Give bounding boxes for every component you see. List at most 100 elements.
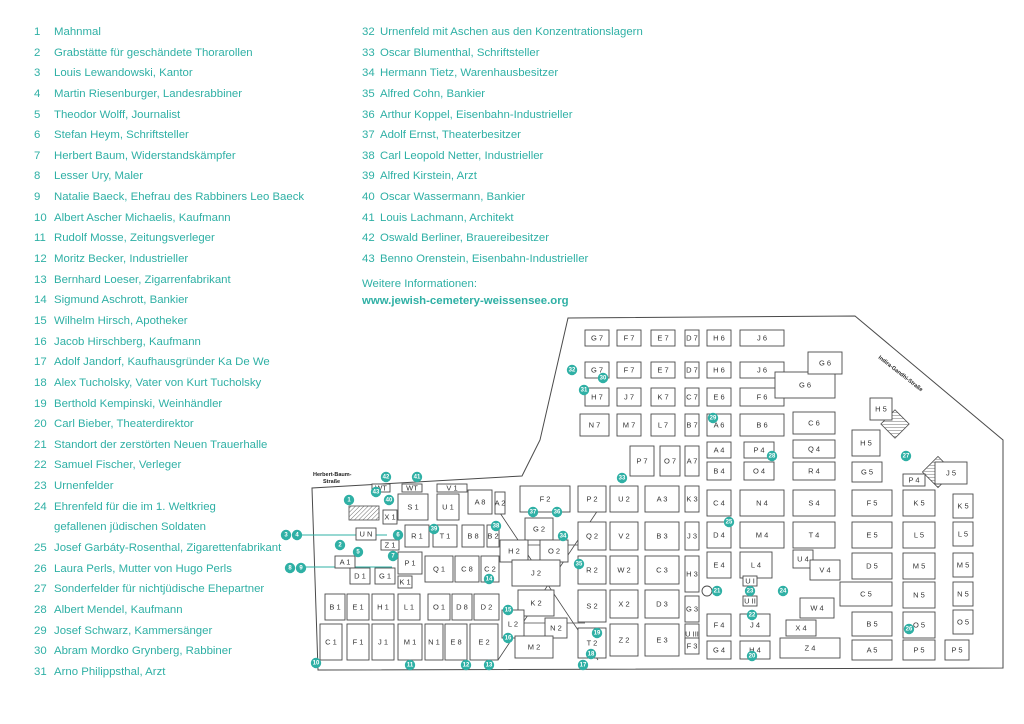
plot-block[interactable]: F 3 <box>684 637 700 655</box>
grave-marker[interactable]: 16 <box>502 632 514 644</box>
grave-marker[interactable]: 12 <box>460 659 472 671</box>
plot-block[interactable]: B 8 <box>461 524 485 548</box>
grave-marker[interactable]: 1 <box>343 494 355 506</box>
plot-block[interactable]: K 1 <box>397 575 413 589</box>
plot-block[interactable]: L 7 <box>650 413 676 437</box>
plot-block[interactable]: S 2 <box>577 589 607 623</box>
plot-block[interactable]: E 1 <box>346 593 370 621</box>
plot-block[interactable]: A 3 <box>644 485 680 513</box>
grave-marker[interactable]: 39 <box>428 523 440 535</box>
plot-block[interactable]: N 4 <box>739 489 785 517</box>
grave-marker[interactable]: 43 <box>370 486 382 498</box>
plot-block[interactable]: U I <box>742 575 758 587</box>
plot-block[interactable]: C 1 <box>319 623 343 661</box>
plot-block[interactable]: M 5 <box>952 552 974 578</box>
plot-block[interactable]: A 5 <box>851 639 893 661</box>
grave-marker[interactable]: 22 <box>746 609 758 621</box>
plot-block[interactable]: U 2 <box>609 485 639 513</box>
plot-block[interactable]: F 1 <box>346 623 370 661</box>
plot-block[interactable]: E 4 <box>706 551 732 579</box>
plot-block[interactable]: V 2 <box>609 521 639 551</box>
plot-block[interactable]: G 3 <box>684 595 700 623</box>
plot-block[interactable]: K 5 <box>952 493 974 519</box>
plot-block[interactable]: T 1 <box>432 524 458 548</box>
plot-block[interactable]: A 4 <box>706 441 732 459</box>
grave-marker[interactable]: 21 <box>711 585 723 597</box>
plot-block[interactable]: WT <box>401 483 423 492</box>
grave-marker[interactable]: 29 <box>707 412 719 424</box>
plot-block[interactable]: Q 1 <box>424 555 454 583</box>
plot-block[interactable]: H 3 <box>684 555 700 593</box>
plot-block[interactable]: U 1 <box>436 493 460 521</box>
grave-marker[interactable]: 18 <box>585 648 597 660</box>
grave-marker[interactable]: 7 <box>387 550 399 562</box>
plot-block[interactable]: J 1 <box>371 623 395 661</box>
plot-block[interactable]: P 1 <box>397 551 423 575</box>
plot-block[interactable]: E 6 <box>706 387 732 407</box>
plot-block[interactable]: B 5 <box>851 611 893 637</box>
plot-block[interactable]: Z 1 <box>380 539 400 551</box>
grave-marker[interactable]: 34 <box>557 530 569 542</box>
plot-block[interactable]: J 3 <box>684 521 700 551</box>
plot-block[interactable]: A 7 <box>684 445 700 477</box>
plot-block[interactable]: L 4 <box>739 551 773 579</box>
plot-block[interactable]: U N <box>355 527 377 541</box>
plot-block[interactable]: N 5 <box>902 581 936 609</box>
plot-block[interactable]: G 2 <box>524 517 554 541</box>
plot-block[interactable]: Z 4 <box>779 637 841 659</box>
plot-block[interactable]: E 2 <box>469 623 499 661</box>
plot-block[interactable]: T 4 <box>792 521 836 549</box>
plot-block[interactable]: E 8 <box>444 623 468 661</box>
plot-block[interactable]: C 7 <box>684 387 700 407</box>
plot-block[interactable]: L 5 <box>902 521 936 549</box>
plot-block[interactable]: N 2 <box>544 617 568 639</box>
grave-marker[interactable]: 5 <box>352 546 364 558</box>
plot-block[interactable]: G 7 <box>584 329 610 347</box>
plot-block[interactable]: P 2 <box>577 485 607 513</box>
plot-block[interactable]: K 5 <box>902 489 936 517</box>
plot-block[interactable]: F 4 <box>706 613 732 637</box>
plot-block[interactable]: D 5 <box>851 552 893 580</box>
plot-block[interactable]: O 5 <box>952 609 974 635</box>
plot-block[interactable]: G 1 <box>374 567 396 585</box>
plot-block[interactable]: K 3 <box>684 485 700 513</box>
plot-block[interactable]: H 2 <box>499 539 529 563</box>
grave-marker[interactable]: 10 <box>310 657 322 669</box>
grave-marker[interactable]: 4 <box>291 529 303 541</box>
plot-block[interactable]: F 5 <box>851 489 893 517</box>
grave-marker[interactable]: 20 <box>746 650 758 662</box>
grave-marker[interactable]: 9 <box>295 562 307 574</box>
grave-marker[interactable]: 11 <box>404 659 416 671</box>
plot-block[interactable]: D 2 <box>473 593 500 621</box>
plot-block[interactable]: B 3 <box>644 521 680 551</box>
grave-marker[interactable]: 8 <box>284 562 296 574</box>
plot-block[interactable]: F 7 <box>616 329 642 347</box>
grave-marker[interactable]: 25 <box>723 516 735 528</box>
plot-block[interactable]: B 7 <box>684 413 700 437</box>
plot-block[interactable]: H 5 <box>851 429 881 457</box>
plot-block[interactable]: G 4 <box>706 640 732 660</box>
plot-block[interactable]: V 4 <box>809 559 841 581</box>
plot-block[interactable]: D 7 <box>684 329 700 347</box>
plot-block[interactable]: E 5 <box>851 521 893 549</box>
grave-marker[interactable]: 38 <box>490 520 502 532</box>
grave-marker[interactable]: 41 <box>411 471 423 483</box>
plot-block[interactable]: F 7 <box>616 361 642 379</box>
grave-marker[interactable]: 42 <box>380 471 392 483</box>
grave-marker[interactable]: 30 <box>597 372 609 384</box>
grave-marker[interactable]: 33 <box>616 472 628 484</box>
plot-block[interactable]: P 5 <box>902 639 936 661</box>
plot-block[interactable]: O 4 <box>743 461 775 481</box>
grave-marker[interactable]: 6 <box>392 529 404 541</box>
plot-block[interactable]: G 6 <box>774 371 836 399</box>
plot-block[interactable]: V 1 <box>436 483 468 492</box>
plot-block[interactable]: N 1 <box>424 623 444 661</box>
plot-block[interactable]: D 8 <box>451 593 473 621</box>
plot-block[interactable]: H 7 <box>584 387 610 407</box>
grave-marker[interactable]: 40 <box>383 494 395 506</box>
plot-block[interactable]: A 8 <box>467 489 493 515</box>
plot-block[interactable]: H 5 <box>869 397 893 421</box>
plot-block[interactable]: P 4 <box>902 473 926 487</box>
grave-marker[interactable]: 24 <box>777 585 789 597</box>
grave-marker[interactable]: 35 <box>573 558 585 570</box>
